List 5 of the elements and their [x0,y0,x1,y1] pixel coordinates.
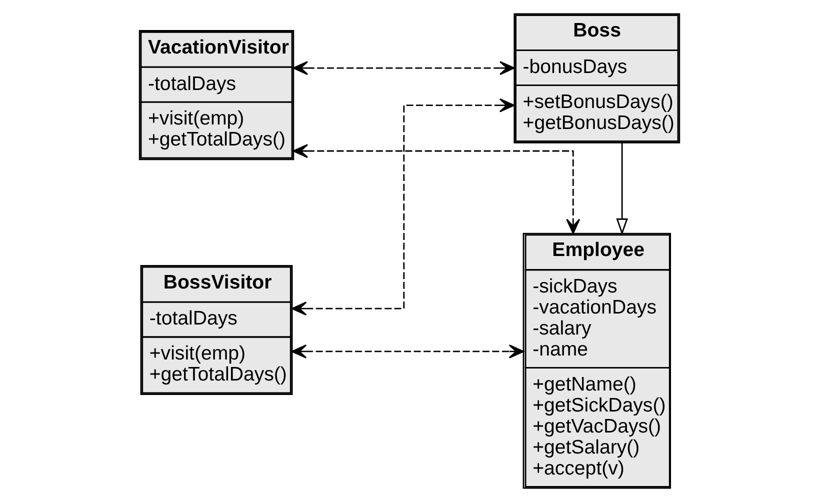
arrow [292,98,515,316]
arrow [292,61,515,76]
arrow [616,142,628,236]
arrow [291,344,524,358]
arrow [292,144,580,234]
